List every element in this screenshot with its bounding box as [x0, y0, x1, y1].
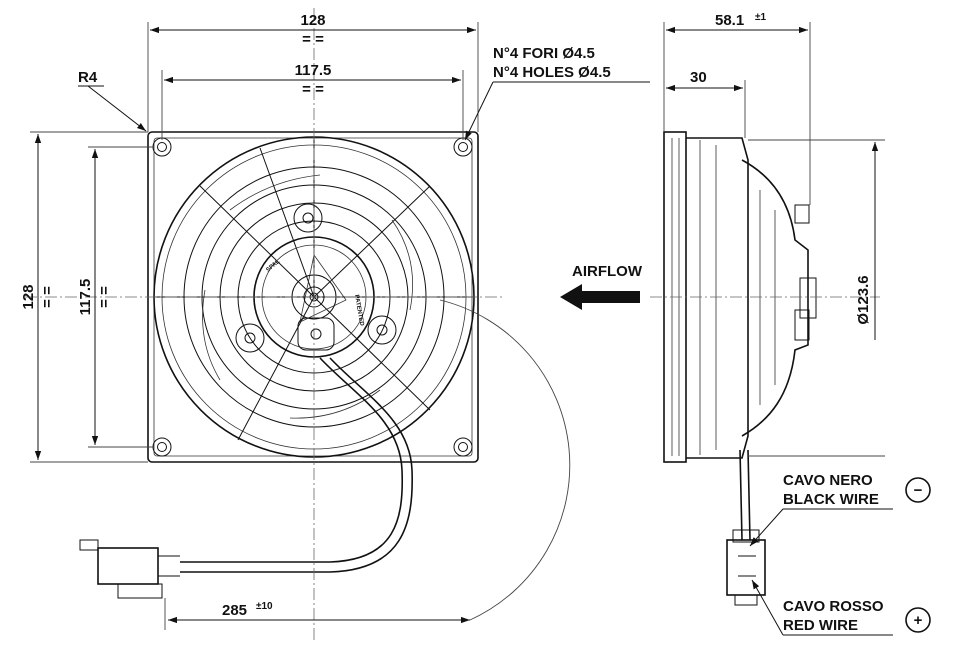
minus-symbol-circle	[905, 477, 931, 503]
dim-overall-depth-tol: ±1	[755, 12, 766, 23]
power-cable	[79, 357, 413, 599]
airflow-label: AIRFLOW	[572, 263, 643, 280]
side-connector	[726, 539, 766, 596]
dim-flange-depth: 30	[690, 69, 707, 86]
red-wire-label-en: RED WIRE	[783, 617, 858, 634]
black-wire-label-it: CAVO NERO	[783, 472, 873, 489]
dim-radius: R4	[78, 69, 98, 86]
side-motor	[741, 159, 809, 437]
side-dimensions: 58.1 ±1 30 Ø123.6 AIRFLOW CAVO NERO BLAC…	[560, 12, 931, 636]
dim-symmetric-mark: = =	[39, 286, 56, 308]
connector	[97, 547, 159, 585]
brand-label: SPAL	[265, 259, 281, 274]
black-wire-label-en: BLACK WIRE	[783, 491, 879, 508]
plus-symbol: +	[914, 612, 923, 629]
holes-note-it: N°4 FORI Ø4.5	[493, 45, 595, 62]
dim-symmetric-mark: = =	[96, 286, 113, 308]
dim-frame-width: 128	[300, 12, 325, 29]
front-dimensions: 128 = = 117.5 = = 128 = = 117.5 = = R4 N…	[20, 12, 650, 630]
front-view: SPAL PATENTED	[25, 8, 505, 640]
dim-overall-depth: 58.1	[715, 12, 744, 29]
dim-hole-spacing-h: 117.5	[295, 62, 332, 79]
dim-symmetric-mark: = =	[302, 81, 324, 98]
minus-symbol: −	[914, 482, 923, 499]
dim-cable-length-tol: ±10	[256, 601, 273, 612]
holes-note-en: N°4 HOLES Ø4.5	[493, 64, 611, 81]
airflow-arrow	[560, 284, 640, 310]
dim-symmetric-mark: = =	[302, 31, 324, 48]
dim-diameter: Ø123.6	[855, 275, 872, 324]
dim-hole-spacing-v: 117.5	[77, 279, 94, 316]
plus-symbol-circle	[905, 607, 931, 633]
patented-label: PATENTED	[353, 294, 364, 327]
dim-frame-height: 128	[20, 284, 37, 309]
motor-hub: SPAL PATENTED	[235, 203, 397, 358]
red-wire-label-it: CAVO ROSSO	[783, 598, 884, 615]
side-shroud	[686, 137, 749, 459]
dim-cable-length: 285	[222, 602, 247, 619]
side-view	[650, 131, 880, 606]
